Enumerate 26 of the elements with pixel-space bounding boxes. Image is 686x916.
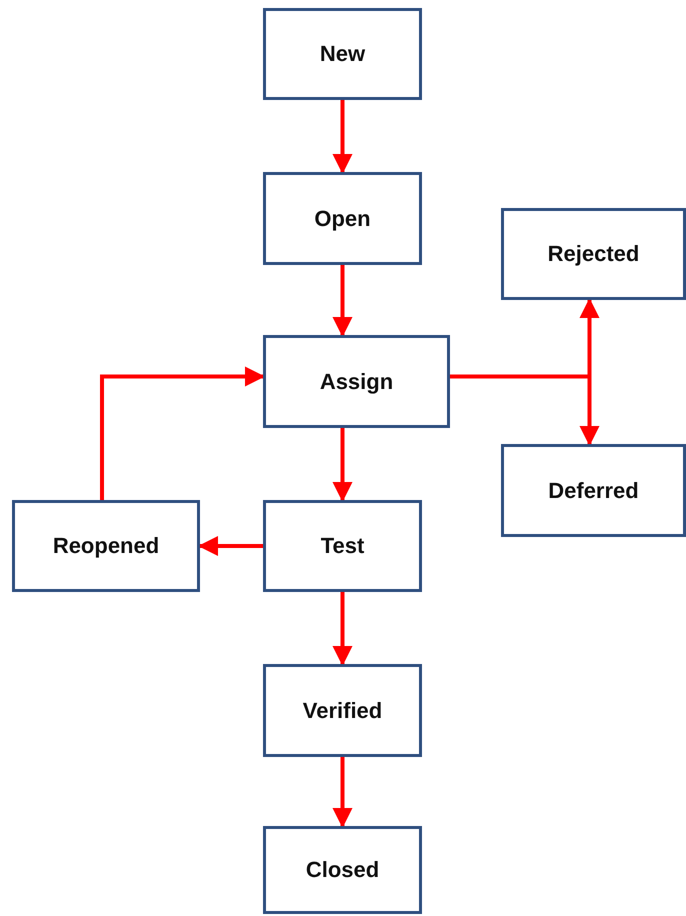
- state-box: [263, 8, 422, 100]
- arrow: [100, 366, 265, 500]
- state-box: [263, 172, 422, 265]
- state-box: [263, 335, 450, 428]
- state-box: [501, 444, 686, 537]
- arrow: [450, 374, 600, 446]
- arrow: [332, 757, 352, 828]
- state-label: Closed: [306, 857, 380, 883]
- state-label: Test: [320, 533, 364, 559]
- arrow: [332, 428, 352, 502]
- state-label: Assign: [320, 368, 394, 394]
- state-label: Rejected: [548, 241, 640, 267]
- state-box: [12, 500, 200, 592]
- state-box: [263, 826, 422, 914]
- arrow: [332, 100, 352, 174]
- state-label: Deferred: [548, 478, 639, 504]
- state-label: Verified: [302, 698, 382, 724]
- state-label: Reopened: [52, 533, 160, 559]
- arrow: [332, 265, 352, 337]
- state-box: [263, 500, 422, 592]
- arrow: [332, 592, 352, 666]
- state-label: Open: [314, 206, 371, 232]
- arrow: [198, 536, 263, 556]
- state-box: [501, 208, 686, 300]
- state-box: [263, 664, 422, 757]
- state-label: New: [320, 41, 366, 67]
